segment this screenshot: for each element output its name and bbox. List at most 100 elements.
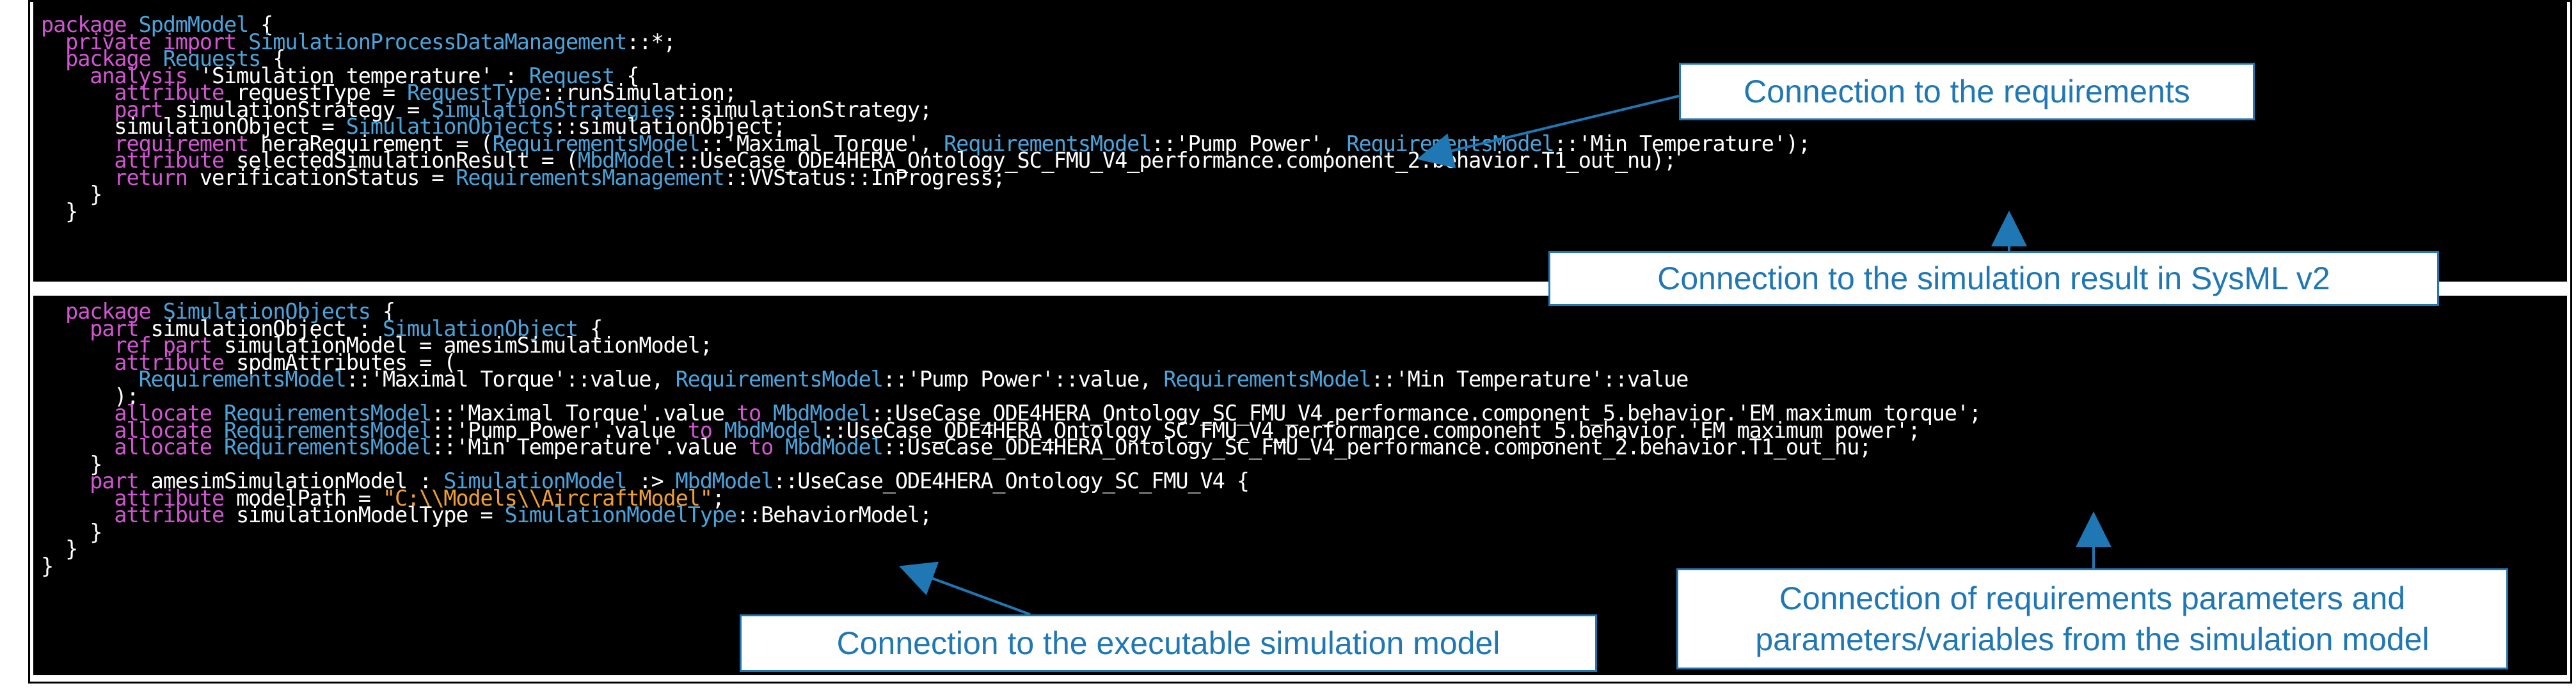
- code-token: allocate: [114, 417, 225, 443]
- code-token: RequirementsModel: [944, 131, 1152, 156]
- top_code-line: }: [41, 184, 1810, 205]
- bottom_code-line: attribute modelPath = "C:\\Models\\Aircr…: [41, 487, 1981, 509]
- code-token: attribute: [114, 485, 237, 511]
- code-token: MbdModel: [785, 435, 884, 460]
- code-token: }: [41, 536, 78, 561]
- code-token: ::'Maximal Torque',: [699, 131, 944, 156]
- top_code-line: private import SimulationProcessDataMana…: [41, 31, 1810, 52]
- code-token: simulationObject =: [41, 114, 346, 139]
- code-token: RequirementsModel: [224, 417, 432, 443]
- code-token: to: [749, 435, 786, 460]
- top_code-line: part simulationStrategy = SimulationStra…: [41, 99, 1810, 120]
- code-token: attribute: [114, 349, 237, 375]
- top_code-line: requirement heraRequirement = (Requireme…: [41, 132, 1811, 154]
- code-token: ::'Pump Power'::value,: [882, 367, 1164, 392]
- code-token: {: [248, 12, 273, 37]
- code-token: SimulationObjects: [346, 114, 554, 139]
- code-token: ::BehaviorModel;: [736, 502, 932, 527]
- bottom_code-line: }: [41, 453, 1981, 475]
- code-token: modelPath =: [236, 485, 383, 511]
- bottom_code-line: attribute spdmAttributes = (: [41, 351, 1981, 373]
- code-token: to: [736, 401, 774, 426]
- top_code-line: attribute selectedSimulationResult = (Mb…: [41, 150, 1810, 172]
- bottom_code-line: allocate RequirementsModel::'Pump Power'…: [41, 419, 1981, 441]
- bottom_code-line: }: [41, 555, 1981, 577]
- code-token: spdmAttributes = (: [236, 349, 456, 375]
- code-token: RequirementsManagement: [456, 164, 725, 190]
- code-token: ::'Min Temperature'::value: [1371, 367, 1689, 392]
- code-token: simulationModelType =: [236, 502, 505, 527]
- callout-simulation-result-text: Connection to the simulation result in S…: [1657, 260, 2330, 296]
- code-token: requirement: [114, 131, 261, 156]
- code-token: ::UseCase_ODE4HERA_Ontology_SC_FMU_V4 {: [773, 468, 1250, 493]
- code-token: attribute: [114, 502, 237, 527]
- code-token: RequirementsModel: [492, 131, 701, 156]
- code-token: allocate: [114, 401, 225, 426]
- code-token: {: [578, 316, 603, 341]
- code-token: ::'Maximal Torque'::value,: [346, 367, 676, 392]
- code-token: MbdModel: [578, 148, 676, 173]
- code-token: simulationModel = amesimSimulationModel;: [224, 333, 713, 358]
- code-token: }: [41, 553, 54, 579]
- code-token: simulationObject :: [150, 316, 383, 341]
- top_code-line: analysis 'Simulation temperature' : Requ…: [41, 65, 1810, 86]
- bottom_code-line: allocate RequirementsModel::'Min Tempera…: [41, 436, 1981, 458]
- code-token: ::'Min Temperature');: [1554, 131, 1811, 156]
- code-token: SimulationStrategies: [431, 97, 676, 122]
- code-token: RequirementsModel: [675, 367, 884, 392]
- top_code-line: attribute requestType = RequestType::run…: [41, 82, 1810, 104]
- code-block-requests: package SpdmModel { private import Simul…: [41, 14, 1811, 222]
- code-token: {: [260, 46, 285, 71]
- code-token: selectedSimulationResult = (: [236, 148, 578, 173]
- code-token: );: [41, 383, 139, 409]
- code-token: allocate: [114, 435, 225, 460]
- bottom_code-line: part simulationObject : SimulationObject…: [41, 317, 1981, 339]
- code-token: SimulationProcessDataManagement: [248, 29, 627, 54]
- code-token: RequirementsModel: [224, 435, 432, 460]
- code-token: }: [41, 519, 102, 545]
- code-block-simulation-objects: package SimulationObjects { part simulat…: [41, 301, 1982, 577]
- code-token: "C:\\Models\\AircraftModel": [382, 485, 713, 511]
- top_code-line: package SpdmModel {: [41, 14, 1810, 36]
- code-token: }: [41, 198, 78, 224]
- bottom_code-line: part amesimSimulationModel : SimulationM…: [41, 470, 1981, 492]
- code-token: ::runSimulation;: [541, 80, 737, 105]
- bottom_code-line: RequirementsModel::'Maximal Torque'::val…: [41, 369, 1981, 390]
- code-token: RequirementsModel: [224, 401, 432, 426]
- code-token: ::VVStatus::InProgress;: [724, 164, 1006, 190]
- code-token: part: [90, 468, 151, 493]
- code-token: RequirementsModel: [1163, 367, 1371, 392]
- code-token: verificationStatus =: [199, 164, 456, 190]
- code-token: ::UseCase_ODE4HERA_Ontology_SC_FMU_V4_pe…: [870, 401, 1982, 426]
- code-token: ref part: [114, 333, 225, 358]
- code-token: SimulationModelType: [504, 502, 737, 527]
- code-token: ::UseCase_ODE4HERA_Ontology_SC_FMU_V4_pe…: [822, 417, 1920, 443]
- bottom_code-line: ref part simulationModel = amesimSimulat…: [41, 335, 1981, 356]
- code-token: SimulationObjects: [163, 299, 371, 324]
- code-token: return: [114, 164, 200, 190]
- top_code-line: }: [41, 200, 1810, 222]
- code-token: SimulationModel: [443, 468, 627, 493]
- code-token: attribute: [114, 148, 237, 173]
- code-token: }: [41, 451, 102, 477]
- callout-requirements: Connection to the requirements: [1679, 63, 2255, 120]
- top_code-line: return verificationStatus = Requirements…: [41, 166, 1810, 188]
- code-token: requestType =: [236, 80, 408, 105]
- code-token: Requests: [163, 46, 262, 71]
- bottom_code-line: package SimulationObjects {: [41, 301, 1981, 323]
- callout-parameters: Connection of requirements parameters an…: [1676, 568, 2508, 669]
- code-token: to: [687, 417, 724, 443]
- arrow-requirements: [1417, 95, 1680, 168]
- code-token: }: [41, 182, 102, 207]
- code-token: attribute: [114, 80, 237, 105]
- code-token: ::'Pump Power',: [1151, 131, 1347, 156]
- code-token: :>: [626, 468, 676, 493]
- code-token: {: [614, 63, 639, 88]
- callout-executable-model-text: Connection to the executable simulation …: [836, 625, 1500, 661]
- callout-simulation-result: Connection to the simulation result in S…: [1548, 251, 2439, 306]
- code-token: ;: [712, 485, 725, 511]
- bottom_code-line: );: [41, 385, 1981, 407]
- code-token: ::simulationObject;: [553, 114, 786, 139]
- code-token: SimulationObject: [382, 316, 578, 341]
